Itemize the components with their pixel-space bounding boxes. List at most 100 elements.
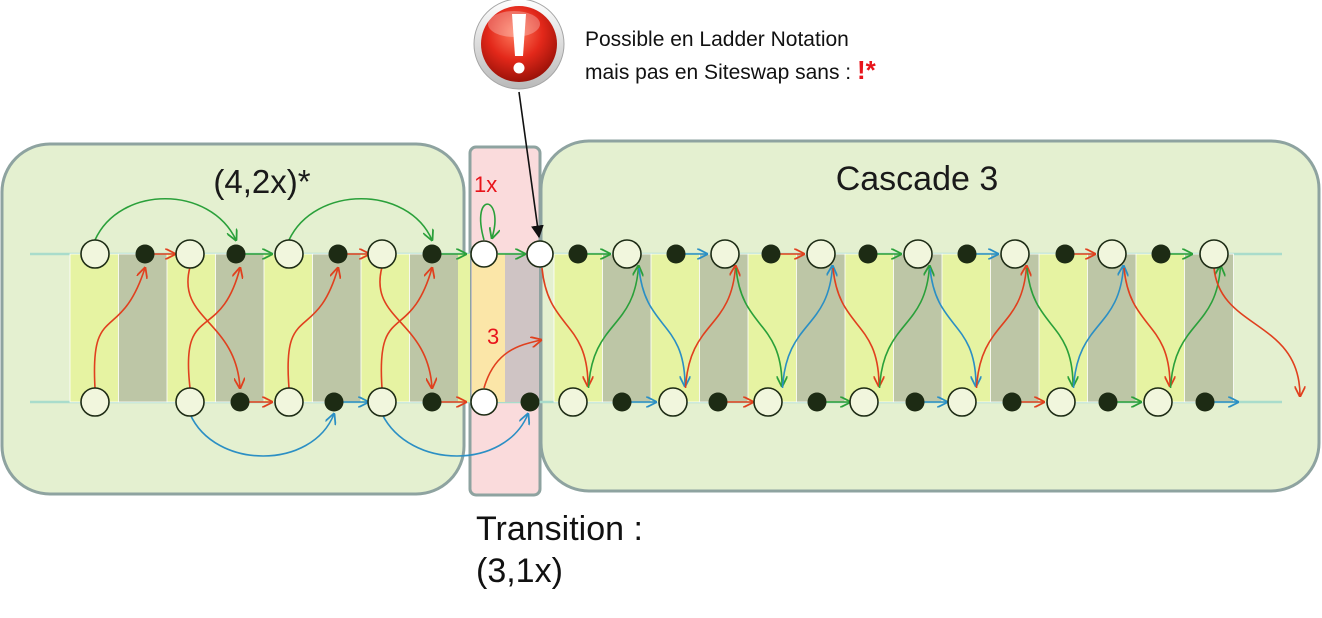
hand-node-open — [80, 387, 110, 417]
beat-stripe — [602, 253, 652, 403]
hand-node-filled — [328, 244, 348, 264]
hand-node-open — [558, 387, 588, 417]
hand-node-transition — [526, 240, 554, 268]
throw-arc-red — [187, 268, 240, 389]
throw-arc-blue — [638, 267, 685, 386]
throw-arc-red — [1123, 267, 1170, 386]
throw-label-1x: 1x — [474, 172, 497, 197]
hand-node-filled — [226, 244, 246, 264]
hand-node-filled — [612, 392, 632, 412]
beat-stripe-transition — [505, 254, 539, 402]
hand-node-transition — [470, 388, 498, 416]
throw-arc-green — [1169, 266, 1221, 389]
hand-node-filled — [422, 392, 442, 412]
throw-arc-green — [94, 198, 236, 240]
beat-stripe — [458, 254, 470, 402]
hand-node-filled — [568, 244, 588, 264]
hand-node-open — [1143, 387, 1173, 417]
beat-stripe — [699, 253, 749, 403]
beat-stripe — [893, 253, 943, 403]
throw-arc-red — [187, 266, 240, 388]
hand-node-open — [274, 387, 304, 417]
throw-arc-red — [483, 340, 541, 389]
hand-node-open — [753, 387, 783, 417]
hand-node-filled — [858, 244, 878, 264]
throw-arc-red — [380, 268, 432, 389]
transition-caption-line1: Transition : — [476, 510, 643, 548]
beat-stripe — [553, 253, 604, 403]
throw-arc-blue — [381, 414, 528, 457]
throw-arc-red — [1213, 267, 1300, 396]
hand-node-open — [274, 239, 304, 269]
beat-stripe — [312, 253, 362, 403]
hand-node-open — [947, 387, 977, 417]
exclamation-warning-icon — [473, 0, 565, 90]
hand-node-open — [175, 387, 205, 417]
hand-node-filled — [1151, 244, 1171, 264]
hand-node-open — [175, 239, 205, 269]
hand-node-open — [1097, 239, 1127, 269]
hand-node-filled — [422, 244, 442, 264]
throw-label-3: 3 — [487, 324, 499, 349]
hand-node-open — [80, 239, 110, 269]
beat-stripe — [1038, 253, 1089, 403]
hand-node-filled — [807, 392, 827, 412]
hand-node-filled — [905, 392, 925, 412]
hand-node-filled — [520, 392, 540, 412]
hand-node-open — [658, 387, 688, 417]
left-panel-label: (4,2x)* — [213, 163, 310, 200]
throw-arc-red — [379, 266, 432, 388]
beat-stripe — [747, 253, 798, 403]
throw-arc-green — [878, 266, 930, 389]
beat-stripe — [409, 253, 459, 403]
beat-stripe — [990, 253, 1040, 403]
beat-stripe — [796, 253, 846, 403]
hand-node-open — [710, 239, 740, 269]
hand-node-filled — [708, 392, 728, 412]
throw-arc-blue — [189, 414, 334, 457]
hand-node-transition — [470, 240, 498, 268]
warning-note-line2: mais pas en Siteswap sans : — [585, 61, 857, 84]
hand-node-filled — [761, 244, 781, 264]
hand-node-open — [612, 239, 642, 269]
hand-node-filled — [324, 392, 344, 412]
beat-stripe — [844, 253, 895, 403]
throw-arc-blue — [929, 267, 976, 386]
beat-stripes — [69, 253, 1234, 403]
hand-node-filled — [1098, 392, 1118, 412]
warning-note: Possible en Ladder Notation mais pas en … — [585, 24, 876, 88]
throw-arc-green — [1026, 267, 1073, 386]
warning-note-line2-row: mais pas en Siteswap sans : !* — [585, 55, 876, 88]
hand-node-filled — [666, 244, 686, 264]
transition-caption-line2: (3,1x) — [476, 552, 563, 590]
throw-arc-green — [288, 198, 432, 240]
throw-arc-red — [541, 267, 588, 386]
throw-arc-green — [735, 267, 782, 386]
right-panel-label: Cascade 3 — [836, 160, 999, 198]
beat-stripe — [1087, 253, 1137, 403]
throw-arc-red — [287, 268, 338, 389]
throw-arc-green — [587, 266, 639, 389]
warning-pointer — [518, 91, 544, 239]
throw-arc-red — [975, 266, 1027, 389]
beat-stripe — [360, 253, 411, 403]
beat-stripe — [941, 253, 992, 403]
transition-caption: Transition : (3,1x) — [476, 508, 643, 592]
beat-stripe — [1135, 253, 1186, 403]
throw-arc-red — [832, 267, 879, 386]
hand-node-open — [806, 239, 836, 269]
hand-node-filled — [1055, 244, 1075, 264]
warning-note-mark: !* — [856, 55, 876, 85]
hand-node-filled — [135, 244, 155, 264]
hand-node-open — [367, 387, 397, 417]
hand-node-open — [849, 387, 879, 417]
throw-arc-blue — [781, 266, 833, 389]
beat-stripe — [650, 253, 701, 403]
hand-node-filled — [957, 244, 977, 264]
throw-arc-red — [93, 268, 145, 389]
hand-node-filled — [1002, 392, 1022, 412]
hand-node-open — [903, 239, 933, 269]
hand-node-open — [1046, 387, 1076, 417]
hand-node-open — [1199, 239, 1229, 269]
